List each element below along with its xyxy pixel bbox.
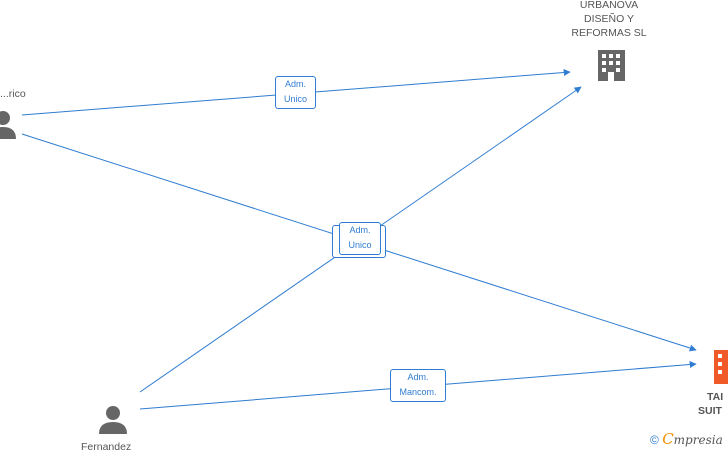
- person-bottom-label: Fernandez: [81, 441, 132, 453]
- person-icon: [0, 111, 16, 139]
- person-top-left-label: ...rico: [0, 88, 26, 100]
- brand-rest: mpresia: [673, 433, 723, 447]
- building-icon: [598, 50, 625, 81]
- company-right-label-line: SUIT: [698, 405, 722, 417]
- edge-label-bottom[interactable]: Adm. Mancom.: [390, 369, 446, 402]
- person-icon: [99, 406, 127, 434]
- edge-label-line: Mancom.: [399, 387, 437, 397]
- copyright-symbol: ©: [650, 433, 659, 447]
- company-top-label-line: REFORMAS SL: [571, 27, 647, 39]
- company-top-label-line: URBANOVA: [579, 0, 639, 11]
- edge-label-line: Adm.: [349, 225, 371, 235]
- company-top-label-line: DISEÑO Y: [584, 13, 634, 25]
- edge-label-line: Adm.: [407, 372, 429, 382]
- building-icon-highlight: [714, 350, 728, 384]
- edge-label-line: Unico: [283, 94, 307, 104]
- company-top-label: URBANOVA DISEÑO Y REFORMAS SL: [560, 0, 658, 40]
- company-right-label-line: TAI: [707, 391, 724, 403]
- edge-label-top[interactable]: Adm. Unico: [275, 76, 316, 109]
- edge-label-line: Adm.: [284, 79, 306, 89]
- company-right-label: TAI SUIT: [696, 390, 728, 418]
- empresia-watermark: © Cmpresia: [650, 430, 723, 448]
- brand-initial: C: [662, 430, 674, 448]
- edge-label-center[interactable]: Adm. Unico: [339, 222, 381, 255]
- edge-label-line: Unico: [348, 240, 372, 250]
